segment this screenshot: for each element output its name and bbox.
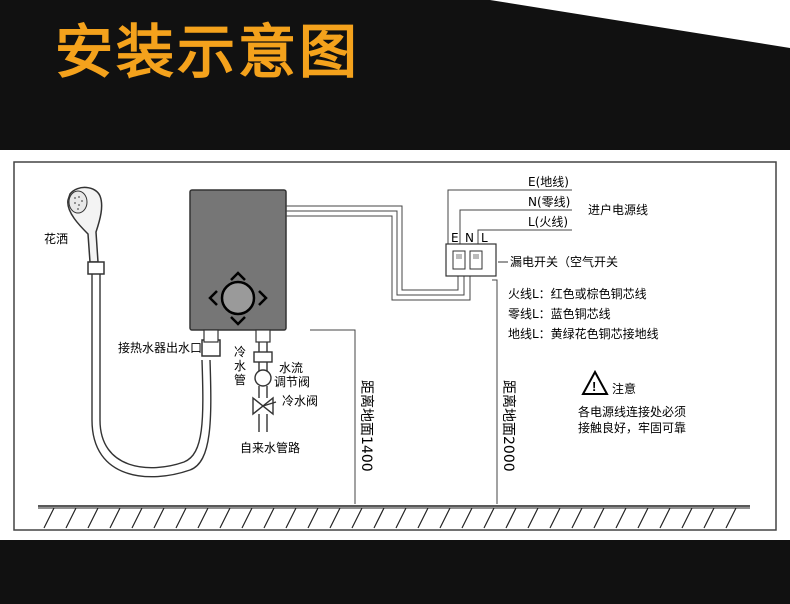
power-cable: [286, 205, 471, 301]
spec-ground: 地线L：黄绿花色铜芯接地线: [508, 326, 659, 341]
height-2000-label: 距离地面2000: [500, 380, 517, 472]
flow-valve-label-1: 水流: [279, 361, 303, 375]
wire-e-label: E(地线): [528, 175, 569, 189]
footer-band: [0, 540, 790, 604]
header-cut: [490, 0, 790, 48]
terminal-l: L: [481, 231, 488, 245]
flow-valve-label-2: 调节阀: [274, 375, 310, 389]
wire-n-label: N(零线): [528, 195, 570, 209]
water-heater-icon: [189, 189, 287, 343]
cold-pipe-label-1: 冷: [234, 345, 246, 359]
notice-line-1: 各电源线连接处必须: [578, 404, 686, 419]
shower-head-label: 花洒: [44, 231, 68, 246]
spec-neutral: 零线L：蓝色铜芯线: [508, 306, 611, 321]
outlet-label: 接热水器出水口: [118, 340, 202, 355]
spec-live: 火线L：红色或棕色铜芯线: [508, 286, 647, 301]
height-line-1400: [310, 329, 356, 504]
cold-valve-label: 冷水阀: [282, 394, 318, 408]
shower-hose: [87, 261, 221, 478]
wire-l-label: L(火线): [528, 215, 568, 229]
height-1400-label: 距离地面1400: [358, 380, 375, 472]
warning-icon-glyph: !: [592, 379, 596, 394]
floor-hatch: [38, 505, 750, 529]
notice-line-2: 接触良好，牢固可靠: [578, 420, 686, 435]
warning-icon: !: [581, 369, 609, 395]
cold-pipe-label-2: 水: [234, 359, 246, 373]
terminal-n: N: [465, 231, 474, 245]
incoming-wires: [447, 189, 572, 245]
tap-pipe-label: 自来水管路: [240, 440, 300, 455]
diagram-frame: [13, 161, 777, 531]
breaker-box: [445, 243, 508, 277]
height-line-2000: [492, 279, 498, 504]
shower-head-icon: [67, 186, 103, 263]
cold-water-pipe: [252, 342, 277, 432]
notice-title: 注意: [612, 381, 636, 396]
cold-pipe-label-3: 管: [234, 372, 246, 387]
page-title: 安装示意图: [55, 18, 361, 86]
breaker-label: 漏电开关（空气开关: [510, 254, 618, 269]
power-in-label: 进户电源线: [588, 202, 648, 217]
terminal-e: E: [451, 231, 459, 245]
